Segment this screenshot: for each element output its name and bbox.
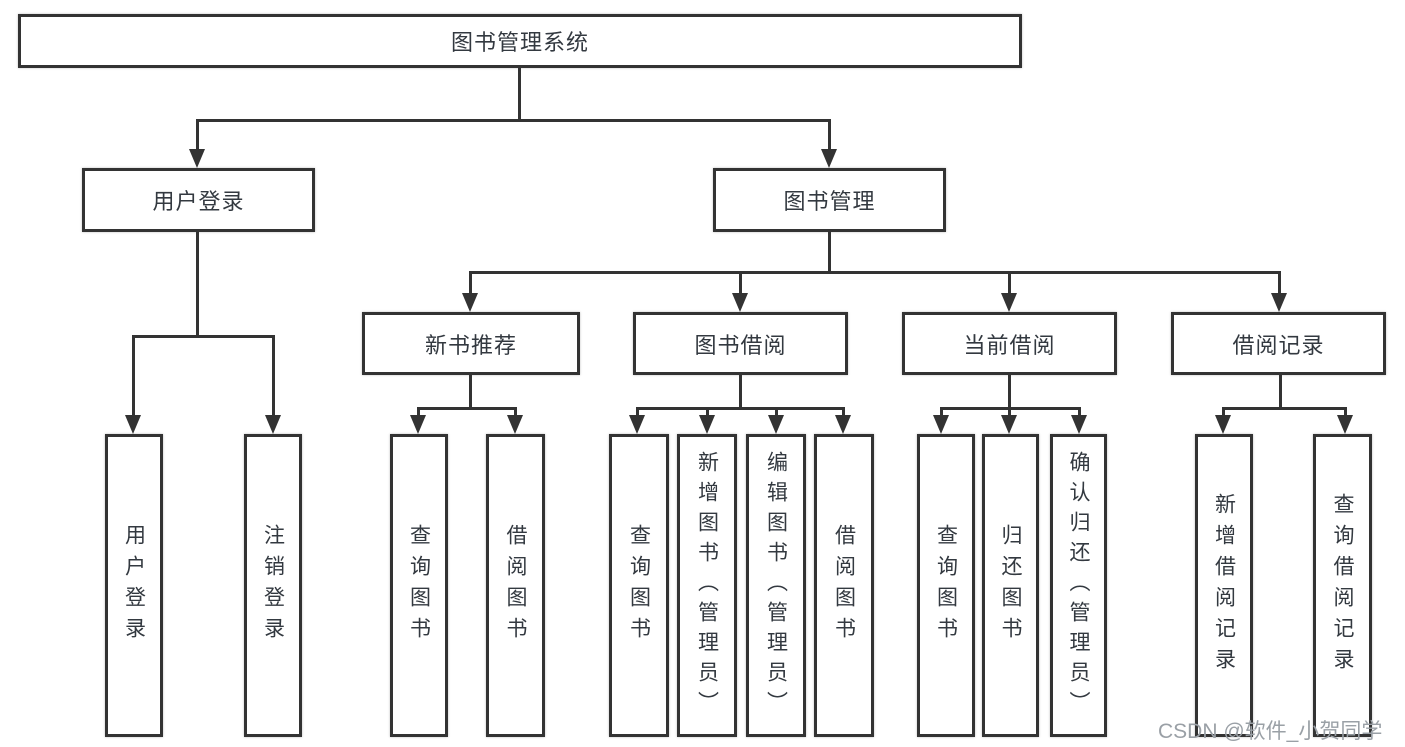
connector-line	[418, 407, 516, 410]
connector-line	[1344, 407, 1347, 417]
arrow-down-icon	[933, 415, 949, 434]
connector-line	[470, 271, 1280, 274]
connector-line	[518, 68, 521, 121]
node-label: 注销登录	[261, 523, 285, 648]
node-label: 确认归还（管理员）	[1067, 450, 1090, 721]
arrow-down-icon	[1337, 415, 1353, 434]
arrow-down-icon	[265, 415, 281, 434]
node-book-mgmt-branch: 图书管理	[713, 168, 946, 232]
arrow-down-icon	[125, 415, 141, 434]
node-user-login-branch: 用户登录	[82, 168, 315, 232]
arrow-down-icon	[768, 415, 784, 434]
node-leaf-query-book-cb: 查询图书	[917, 434, 975, 737]
connector-line	[775, 407, 778, 417]
node-borrow-records: 借阅记录	[1171, 312, 1386, 375]
node-label: 图书借阅	[694, 332, 787, 358]
arrow-down-icon	[1001, 415, 1017, 434]
node-leaf-query-book-bb: 查询图书	[609, 434, 669, 737]
node-label: 新增图书（管理员）	[695, 450, 719, 721]
arrow-down-icon	[821, 149, 837, 168]
node-label: 新增借阅记录	[1212, 492, 1236, 679]
watermark: CSDN @软件_小贺同学	[1158, 720, 1383, 743]
connector-line	[739, 375, 742, 409]
node-leaf-edit-book: 编辑图书（管理员）	[746, 434, 806, 737]
connector-line	[1278, 271, 1281, 295]
node-label: 图书管理系统	[450, 30, 589, 55]
arrow-down-icon	[189, 149, 205, 168]
connector-line	[469, 375, 472, 409]
node-leaf-add-book: 新增图书（管理员）	[677, 434, 737, 737]
arrow-down-icon	[1001, 293, 1017, 312]
node-book-borrow: 图书借阅	[633, 312, 848, 375]
arrow-down-icon	[1071, 415, 1087, 434]
connector-line	[133, 335, 274, 338]
node-label: 查询图书	[407, 523, 431, 648]
arrow-down-icon	[1271, 293, 1287, 312]
connector-line	[842, 407, 845, 417]
connector-line	[1078, 407, 1081, 417]
node-leaf-return-book: 归还图书	[982, 434, 1039, 737]
arrow-down-icon	[410, 415, 426, 434]
node-leaf-user-login: 用户登录	[105, 434, 163, 737]
node-label: 借阅图书	[832, 523, 856, 648]
node-label: 新书推荐	[424, 332, 517, 358]
node-leaf-add-record: 新增借阅记录	[1195, 434, 1253, 737]
node-root: 图书管理系统	[18, 14, 1022, 68]
connector-line	[706, 407, 709, 417]
connector-line	[197, 119, 831, 122]
node-label: 借阅记录	[1232, 332, 1325, 358]
connector-line	[940, 407, 943, 417]
connector-line	[828, 119, 831, 151]
node-current-borrow: 当前借阅	[902, 312, 1117, 375]
node-leaf-logout: 注销登录	[244, 434, 302, 737]
node-label: 查询借阅记录	[1331, 492, 1354, 679]
arrow-down-icon	[699, 415, 715, 434]
connector-line	[196, 119, 199, 151]
arrow-down-icon	[732, 293, 748, 312]
node-label: 编辑图书（管理员）	[764, 450, 788, 721]
node-label: 查询图书	[934, 523, 958, 648]
node-label: 图书管理	[783, 189, 876, 214]
connector-line	[272, 335, 275, 417]
connector-line	[1008, 375, 1011, 409]
connector-line	[1222, 407, 1225, 417]
node-leaf-query-record: 查询借阅记录	[1313, 434, 1372, 737]
node-new-book-rec: 新书推荐	[362, 312, 580, 375]
connector-line	[636, 407, 639, 417]
connector-line	[739, 271, 742, 295]
arrow-down-icon	[629, 415, 645, 434]
connector-line	[514, 407, 517, 417]
node-label: 借阅图书	[504, 523, 527, 648]
connector-line	[469, 271, 472, 295]
node-leaf-borrow-book-rec: 借阅图书	[486, 434, 545, 737]
node-label: 当前借阅	[963, 332, 1056, 358]
connector-line	[417, 407, 420, 417]
connector-line	[1223, 407, 1346, 410]
node-label: 用户登录	[122, 523, 146, 648]
arrow-down-icon	[507, 415, 523, 434]
arrow-down-icon	[462, 293, 478, 312]
arrow-down-icon	[1215, 415, 1231, 434]
node-label: 归还图书	[999, 523, 1022, 648]
connector-line	[1008, 271, 1011, 295]
connector-line	[1279, 375, 1282, 409]
node-leaf-borrow-book-bb: 借阅图书	[814, 434, 874, 737]
node-label: 用户登录	[152, 189, 245, 214]
connector-line	[196, 232, 199, 337]
node-leaf-confirm-return: 确认归还（管理员）	[1050, 434, 1107, 737]
arrow-down-icon	[835, 415, 851, 434]
connector-line	[132, 335, 135, 417]
connector-line	[828, 232, 831, 273]
node-label: 查询图书	[627, 523, 651, 648]
node-leaf-query-book-rec: 查询图书	[390, 434, 448, 737]
connector-line	[1008, 407, 1011, 417]
